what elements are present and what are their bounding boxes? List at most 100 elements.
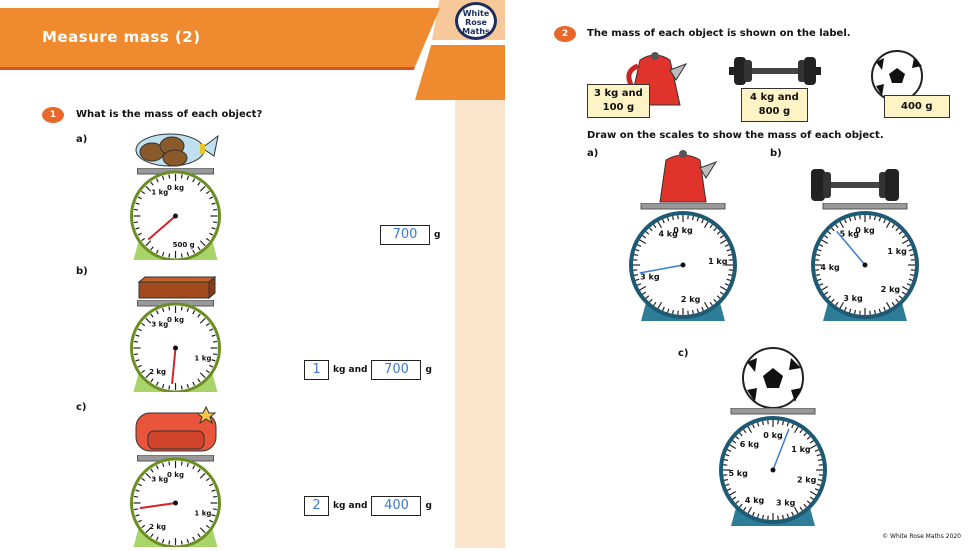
scale-tick [724,480,728,481]
scale-tick [673,216,674,220]
scale-2c[interactable]: 0 kg 1 kg 2 kg 3 kg 4 kg 5 kg 6 kg [708,408,838,530]
answer-kg-input[interactable]: 2 [304,496,329,516]
scale-tick [213,509,217,510]
scale-tick [634,275,638,276]
part-label-1a: a) [76,134,87,145]
answer-grams-input[interactable]: 400 [371,496,421,516]
scale-label: 2 kg [149,523,166,531]
label-line: 4 kg and [750,91,799,105]
scale-tick [783,421,784,425]
part-label-1b: b) [76,266,88,277]
bag-of-potatoes-icon [130,126,220,168]
scale-pivot [681,263,686,268]
scale-tick [169,541,170,545]
football-icon [864,48,930,102]
scale-tick [134,209,138,210]
unit-kg-and: kg and [333,501,367,511]
scale-pivot [173,346,178,351]
scale-label: 0 kg [763,431,783,440]
scale-label: 1 kg [708,257,728,266]
scale-pan [823,203,907,209]
scale-tick [169,307,170,311]
question-number-1: 1 [42,107,64,123]
scale-label: 0 kg [167,316,184,324]
answer-1b: 1 kg and 700 g [304,359,436,380]
scale-tick [169,254,170,258]
scale-label: 4 kg [745,496,765,505]
scale-tick [693,216,694,220]
scale-tick [181,307,182,311]
scale-tick [213,222,217,223]
scale-label: 4 kg [820,263,840,272]
answer-grams-input[interactable]: 700 [371,360,421,380]
scale-dial: 0 kg 1 kg 2 kg 3 kg 4 kg 5 kg 6 kg [708,408,838,526]
scale-label: 2 kg [881,285,901,294]
unit-g: g [425,501,431,511]
scale-pivot [173,501,178,506]
scale-tick [213,354,217,355]
scale-pivot [863,263,868,268]
scale-label: 0 kg [167,471,184,479]
part-label-2a: a) [587,148,598,159]
scale-label: 1 kg [151,189,168,197]
answer-grams-input[interactable]: 700 [380,225,430,245]
question-number-2: 2 [554,26,576,42]
scale-tick [134,509,138,510]
label-line: 100 g [594,101,643,115]
scale-tick [169,175,170,179]
scale-label: 5 kg [728,469,748,478]
scale-tick [134,222,138,223]
answer-1c: 2 kg and 400 g [304,495,436,516]
scale-tick [728,275,732,276]
scale-dial: 0 kg1 kg2 kg3 kg [118,455,233,547]
scale-label: 6 kg [740,440,760,449]
label-line: 800 g [750,105,799,119]
dumbbell-icon [728,54,822,88]
scale-tick [763,515,764,519]
scale-pivot [173,214,178,219]
unit-kg-and: kg and [333,365,367,375]
scale-label: 4 kg [658,229,678,238]
scale-tick [169,386,170,390]
scale-pan [731,408,815,414]
scale-pan [641,203,725,209]
label-line: 3 kg and [594,87,643,101]
scale-label: 1 kg [791,445,811,454]
scale-tick [724,460,728,461]
scale-dial: 0 kg1 kg2 kg3 kg [118,300,233,392]
copyright: © White Rose Maths 2020 [882,533,961,540]
scale-label: 1 kg [194,509,211,517]
scale-tick [816,275,820,276]
margin-strip [455,100,505,548]
scale-label: 3 kg [843,294,863,303]
scale-tick [213,496,217,497]
scale-tick [728,255,732,256]
scale-pivot [771,468,776,473]
scale-tick [213,341,217,342]
scale-tick [181,175,182,179]
scale-tick [783,515,784,519]
scale-tick [875,216,876,220]
scale-label: 0 kg [167,184,184,192]
scale-label: 3 kg [151,321,168,329]
scale-label: 2 kg [797,476,817,485]
answer-kg-input[interactable]: 1 [304,360,329,380]
header-decoration [415,45,505,100]
scale-tick [673,310,674,314]
scale-tick [181,254,182,258]
dumbbell-on-scale-icon [805,166,905,204]
scale-dial: 0 kg1 kg2 kg3 kg4 kg [618,203,748,321]
scale-tick [181,386,182,390]
question-2-text: The mass of each object is shown on the … [587,28,851,39]
scale-label: 3 kg [640,272,660,281]
scale-label: 3 kg [776,499,796,508]
scale-tick [855,216,856,220]
unit-g: g [425,365,431,375]
